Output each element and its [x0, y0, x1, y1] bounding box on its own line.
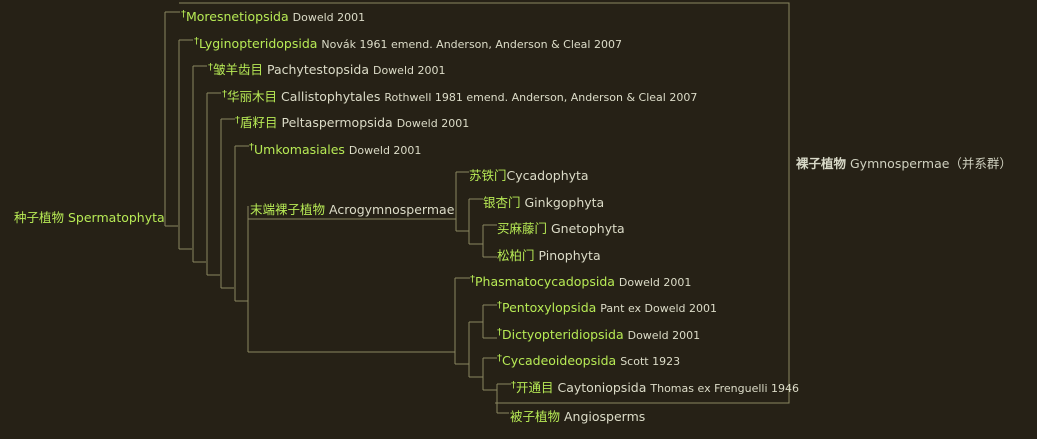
taxon-author: Doweld 2001 — [618, 276, 692, 289]
extinct-dagger-icon: † — [222, 89, 227, 100]
gymnosperm-bracket-line — [179, 2, 790, 404]
taxon-author: Novák 1961 emend. Anderson, Anderson & C… — [321, 38, 622, 51]
root-zh: 种子植物 — [14, 210, 65, 225]
taxon-name[interactable]: Moresnetiopsida — [186, 9, 289, 24]
taxon-name: Angiosperms — [564, 409, 646, 424]
extinct-dagger-icon: † — [194, 36, 199, 47]
taxon-name: Pinophyta — [538, 248, 601, 263]
taxon-name: Gnetophyta — [551, 221, 625, 236]
taxon-name: Callistophytales — [281, 89, 381, 104]
taxon-name: Pachytestopsida — [267, 62, 369, 77]
taxon-zh[interactable]: 买麻藤门 — [497, 221, 548, 236]
taxon-name: Cycadophyta — [506, 168, 589, 183]
taxon-gnetophyta[interactable]: 买麻藤门 Gnetophyta — [497, 221, 625, 237]
extinct-dagger-icon: † — [497, 327, 502, 338]
paraphyletic-note: （并系群） — [949, 156, 1012, 171]
gymnosperm-zh: 裸子植物 — [796, 156, 847, 171]
extinct-dagger-icon: † — [470, 274, 475, 285]
taxon-cycadophyta[interactable]: 苏铁门Cycadophyta — [469, 168, 589, 184]
taxon-zh[interactable]: 被子植物 — [510, 409, 561, 424]
taxon-author: Thomas ex Frenguelli 1946 — [650, 382, 800, 395]
extinct-dagger-icon: † — [497, 353, 502, 364]
taxon-lyginopteridopsida[interactable]: †Lyginopteridopsida Novák 1961 emend. An… — [194, 36, 622, 54]
taxon-caytoniopsida[interactable]: †开通目 Caytoniopsida Thomas ex Frenguelli … — [511, 380, 799, 398]
taxon-author: Rothwell 1981 emend. Anderson, Anderson … — [384, 91, 698, 104]
taxon-dictyopteridiopsida[interactable]: †Dictyopteridiopsida Doweld 2001 — [497, 327, 700, 345]
taxon-angiosperms[interactable]: 被子植物 Angiosperms — [510, 409, 645, 425]
taxon-umkomasiales[interactable]: †Umkomasiales Doweld 2001 — [249, 142, 421, 160]
taxon-author: Doweld 2001 — [292, 11, 366, 24]
taxon-name[interactable]: Pentoxylopsida — [502, 300, 597, 315]
taxon-cycadeoideopsida[interactable]: †Cycadeoideopsida Scott 1923 — [497, 353, 680, 371]
extinct-dagger-icon: † — [181, 9, 186, 20]
taxon-callistophytales[interactable]: †华丽木目 Callistophytales Rothwell 1981 eme… — [222, 89, 697, 107]
taxon-name[interactable]: Lyginopteridopsida — [199, 36, 318, 51]
extinct-dagger-icon: † — [511, 380, 516, 391]
taxon-name[interactable]: Cycadeoideopsida — [502, 353, 617, 368]
taxon-name: Acrogymnospermae — [329, 202, 455, 217]
root-spermatophyta-label[interactable]: 种子植物 Spermatophyta — [14, 210, 165, 226]
taxon-zh[interactable]: 松柏门 — [497, 248, 535, 263]
extinct-dagger-icon: † — [208, 62, 213, 73]
taxon-name: Ginkgophyta — [524, 195, 605, 210]
taxon-author: Pant ex Doweld 2001 — [600, 302, 718, 315]
taxon-zh[interactable]: 末端裸子植物 — [250, 202, 326, 217]
taxon-name[interactable]: Phasmatocycadopsida — [475, 274, 615, 289]
taxon-peltaspermopsida[interactable]: †盾籽目 Peltaspermopsida Doweld 2001 — [235, 115, 469, 133]
taxon-pachytestopsida[interactable]: †皱羊齿目 Pachytestopsida Doweld 2001 — [208, 62, 445, 80]
taxon-zh[interactable]: 银杏门 — [483, 195, 521, 210]
taxon-zh[interactable]: 苏铁门 — [469, 168, 507, 183]
taxon-zh[interactable]: 盾籽目 — [240, 115, 278, 130]
taxon-author: Doweld 2001 — [348, 144, 422, 157]
taxon-author: Scott 1923 — [620, 355, 681, 368]
taxon-name[interactable]: Umkomasiales — [254, 142, 345, 157]
taxon-pentoxylopsida[interactable]: †Pentoxylopsida Pant ex Doweld 2001 — [497, 300, 717, 318]
taxon-zh[interactable]: 皱羊齿目 — [213, 62, 264, 77]
taxon-acrogymnospermae[interactable]: 末端裸子植物 Acrogymnospermae — [250, 202, 454, 218]
taxon-name[interactable]: Dictyopteridiopsida — [502, 327, 624, 342]
taxon-moresnetiopsida[interactable]: †Moresnetiopsida Doweld 2001 — [181, 9, 365, 27]
taxon-pinophyta[interactable]: 松柏门 Pinophyta — [497, 248, 601, 264]
taxon-zh[interactable]: 开通目 — [516, 380, 554, 395]
taxon-phasmatocycadopsida[interactable]: †Phasmatocycadopsida Doweld 2001 — [470, 274, 691, 292]
extinct-dagger-icon: † — [235, 115, 240, 126]
root-sci[interactable]: Spermatophyta — [68, 210, 165, 225]
gymnosperm-sci: Gymnospermae — [850, 156, 950, 171]
taxon-author: Doweld 2001 — [627, 329, 701, 342]
extinct-dagger-icon: † — [497, 300, 502, 311]
taxon-author: Doweld 2001 — [372, 64, 446, 77]
taxon-name: Peltaspermopsida — [281, 115, 393, 130]
extinct-dagger-icon: † — [249, 142, 254, 153]
taxon-name: Caytoniopsida — [557, 380, 647, 395]
taxon-ginkgophyta[interactable]: 银杏门 Ginkgophyta — [483, 195, 604, 211]
gymnosperm-bracket-label: 裸子植物 Gymnospermae（并系群） — [796, 153, 1012, 172]
taxon-zh[interactable]: 华丽木目 — [227, 89, 278, 104]
taxon-author: Doweld 2001 — [396, 117, 470, 130]
